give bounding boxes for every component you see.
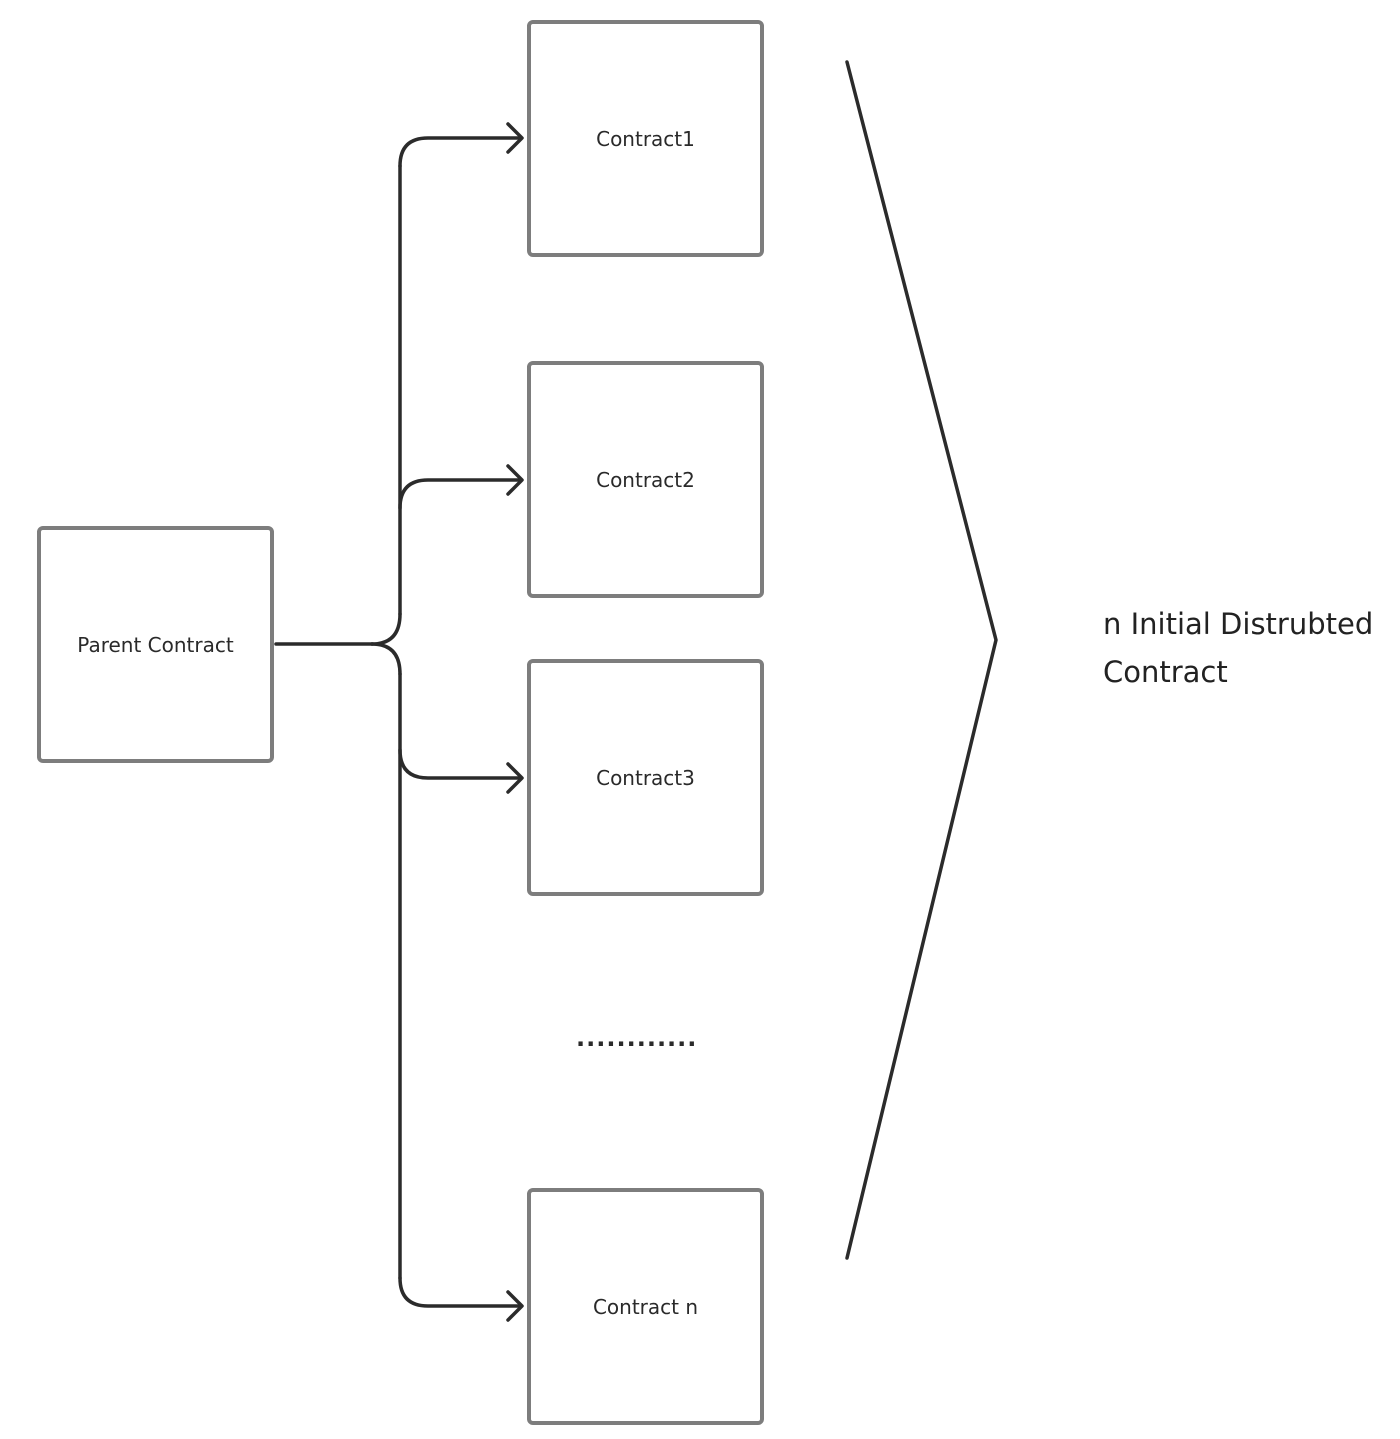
- contract-label-1: Contract1: [596, 126, 695, 151]
- contract-label-3: Contract3: [596, 765, 695, 790]
- connector-branch-1: [398, 136, 522, 168]
- contract-box-2: Contract2: [527, 361, 764, 598]
- group-bracket: [845, 60, 998, 1260]
- parent-contract-box: Parent Contract: [37, 526, 274, 763]
- arrowhead-2: [506, 464, 524, 496]
- contract-label-n: Contract n: [592, 1294, 699, 1319]
- contract-box-1: Contract1: [527, 20, 764, 257]
- arrowhead-1: [506, 122, 524, 154]
- connector-brace-lower: [370, 642, 402, 676]
- summary-label: n Initial Distrubted Contract: [1103, 607, 1374, 689]
- connector-branch-2: [398, 478, 522, 510]
- contract-box-3: Contract3: [527, 659, 764, 896]
- parent-contract-label: Parent Contract: [77, 632, 234, 657]
- contract-label-2: Contract2: [596, 467, 695, 492]
- connector-branch-n: [398, 1276, 522, 1308]
- contract-box-n: Contract n: [527, 1188, 764, 1425]
- connector-brace-upper: [370, 612, 402, 646]
- arrowhead-n: [506, 1290, 524, 1322]
- ellipsis-indicator: ............: [576, 1024, 698, 1052]
- connector-branch-3: [398, 748, 522, 780]
- arrowhead-3: [506, 762, 524, 794]
